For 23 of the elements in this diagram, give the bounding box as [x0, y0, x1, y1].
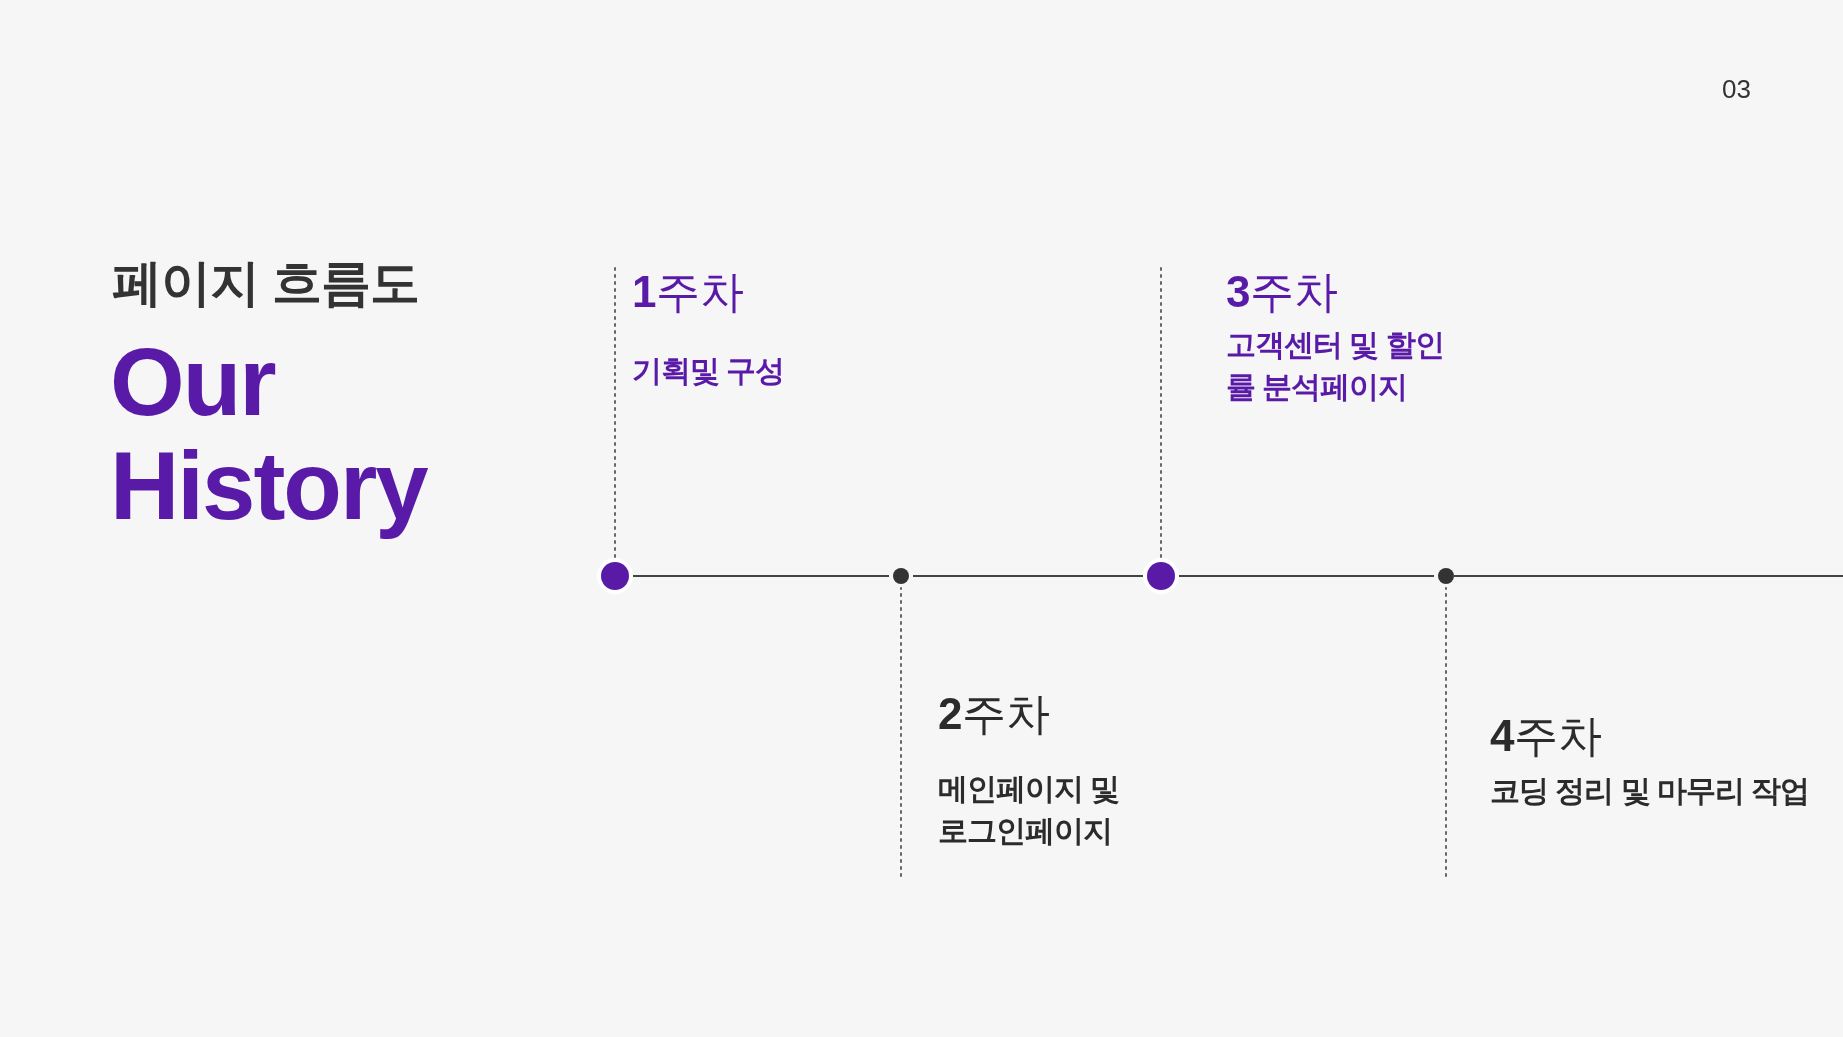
week-heading: 2주차 [938, 690, 1052, 739]
week-description: 코딩 정리 및 마무리 작업 [1490, 773, 1811, 810]
timeline-line [1178, 575, 1435, 577]
leader-line [614, 267, 616, 559]
week-heading: 3주차 [1226, 268, 1340, 317]
week-description: 기획및 구성 [632, 353, 786, 390]
heading: 페이지 흐름도 [112, 254, 419, 313]
timeline-dot [893, 568, 909, 584]
leader-line [1160, 267, 1162, 559]
timeline-dot [601, 562, 629, 590]
timeline-line [1453, 575, 1843, 577]
week-heading: 4주차 [1490, 712, 1604, 761]
title: Our History [110, 330, 429, 538]
page-number: 03 [1722, 74, 1751, 105]
timeline-dot [1147, 562, 1175, 590]
timeline-line [632, 575, 890, 577]
timeline-dot [1438, 568, 1454, 584]
leader-line [1445, 587, 1447, 877]
timeline-line [912, 575, 1144, 577]
week-heading: 1주차 [632, 268, 746, 317]
leader-line [900, 587, 902, 877]
week-description: 고객센터 및 할인률 분석페이지 [1226, 327, 1445, 406]
week-description: 메인페이지 및 로그인페이지 [938, 771, 1121, 850]
